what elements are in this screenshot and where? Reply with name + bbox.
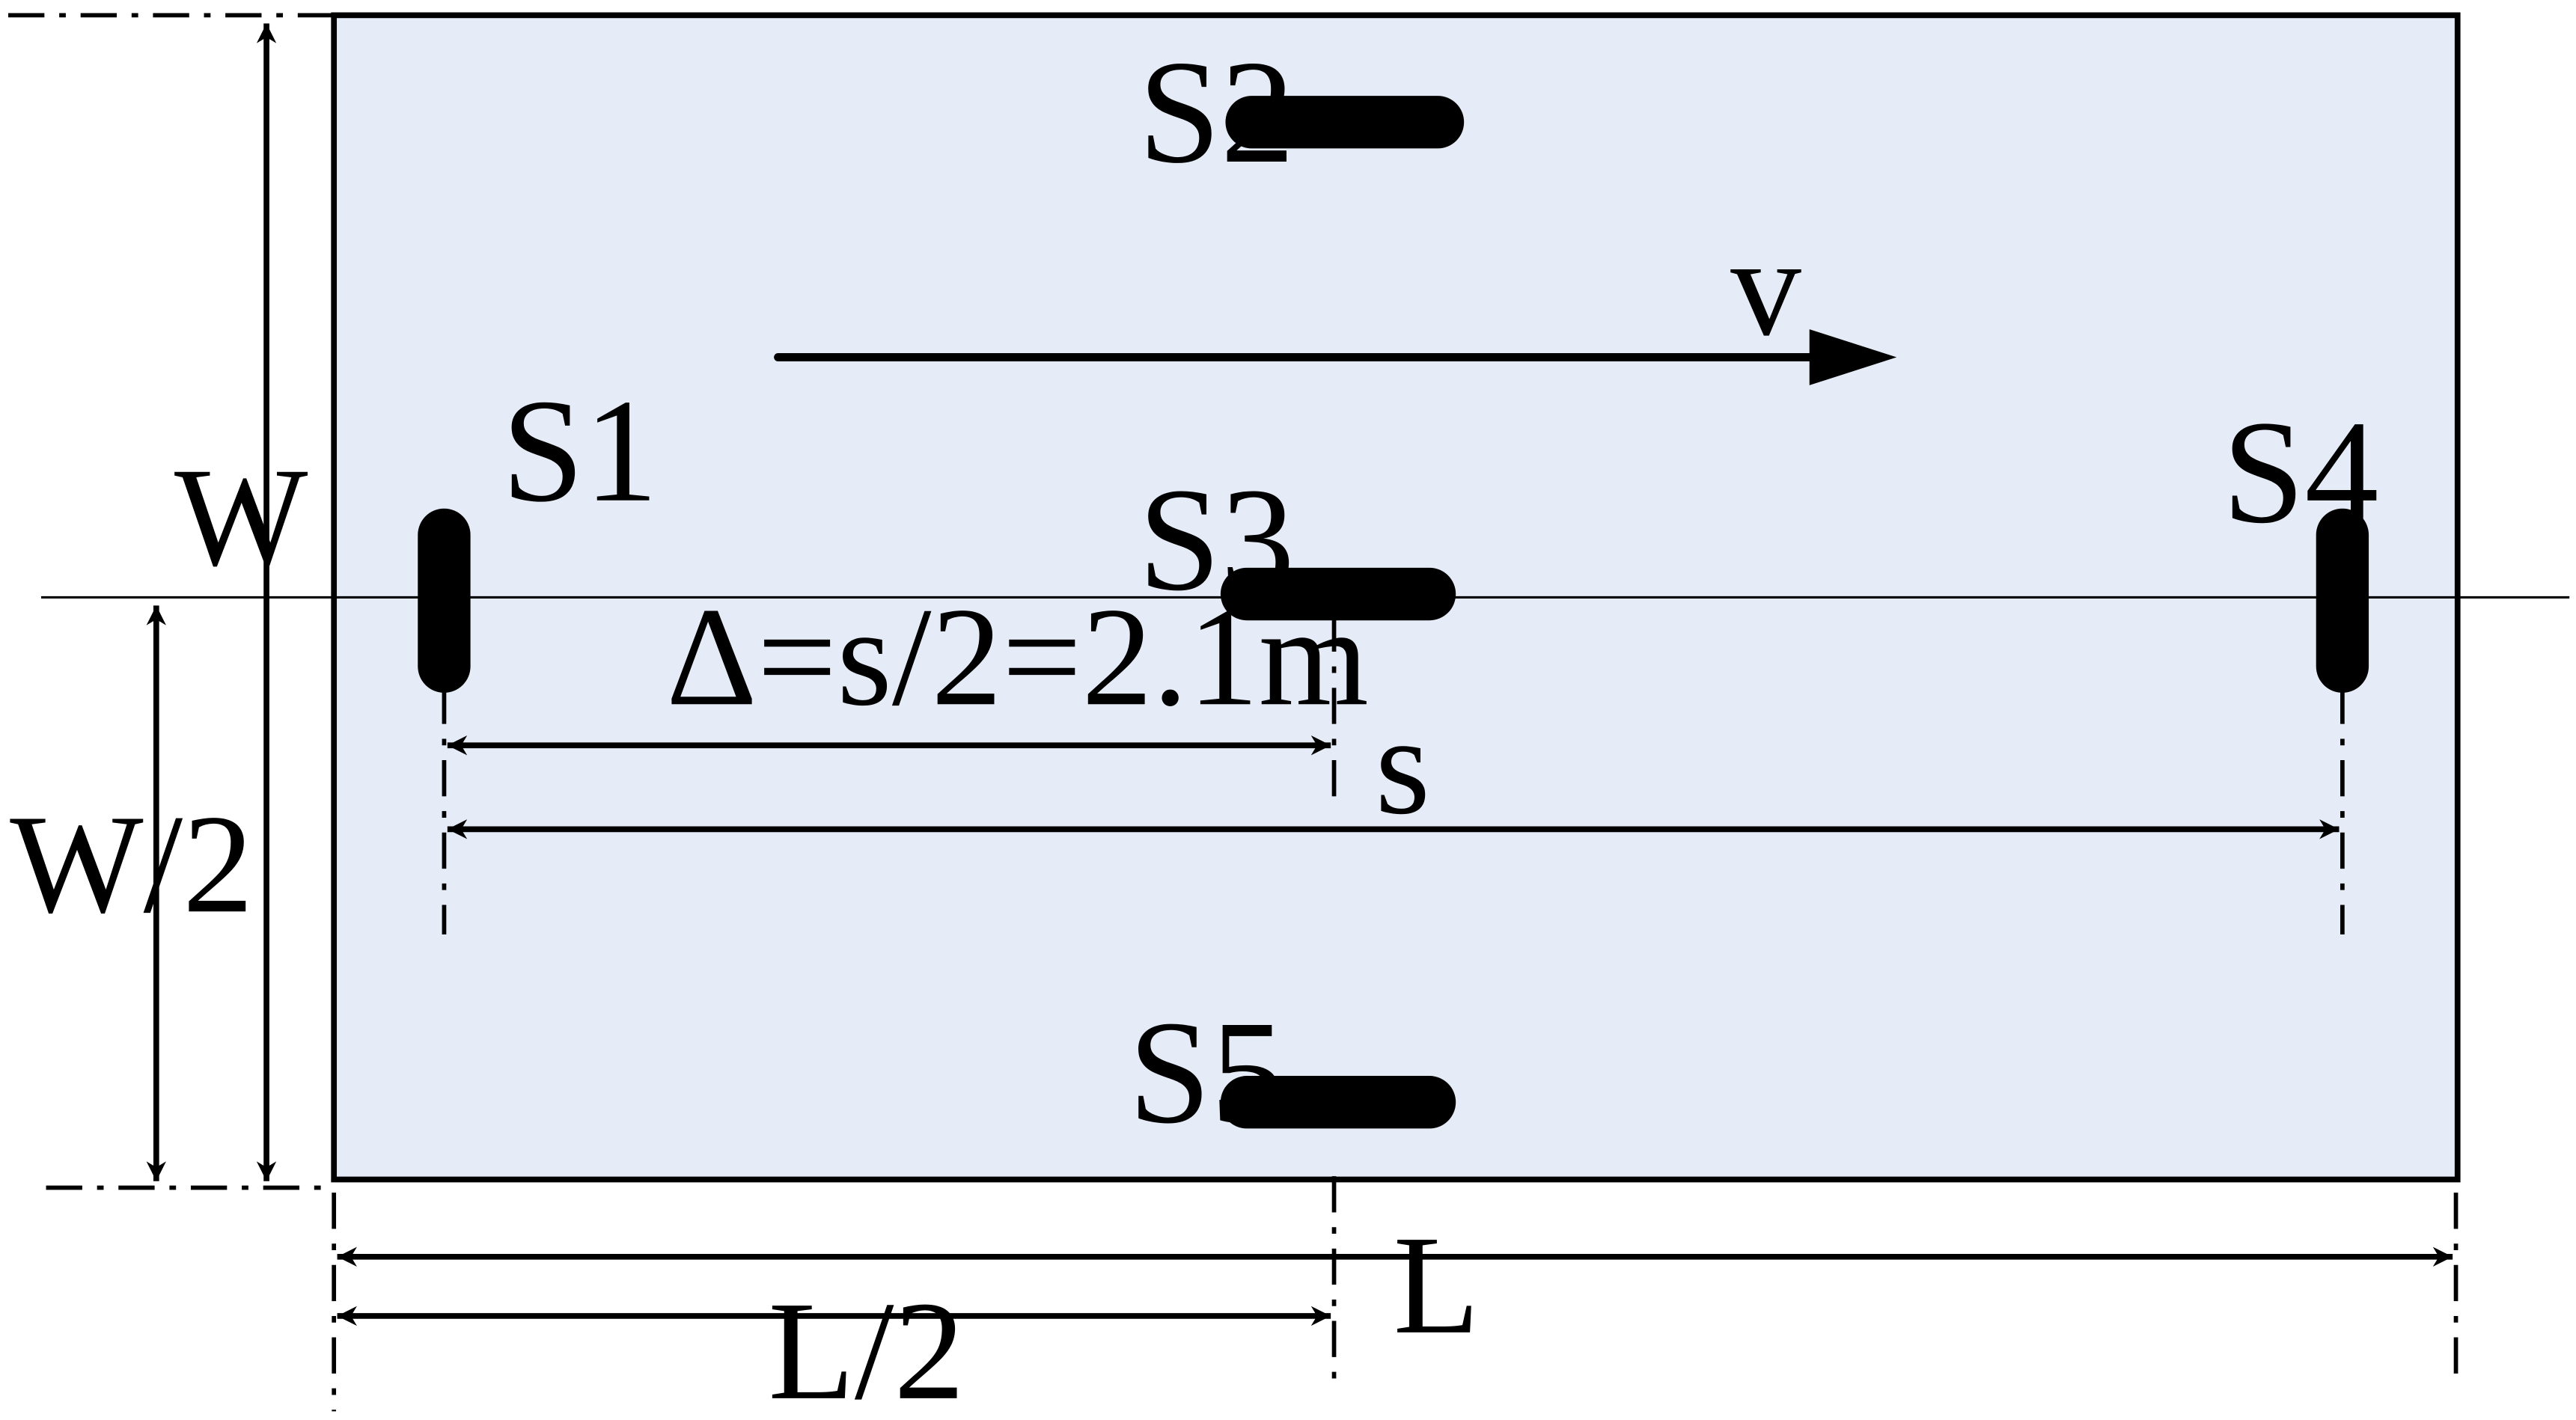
sensor-s4-label: S4 <box>2222 390 2378 554</box>
l-label: L <box>1394 1207 1480 1363</box>
s-label: s <box>1375 687 1430 843</box>
w-half-label: W/2 <box>10 786 253 942</box>
sensor-s5-label: S5 <box>1129 991 1285 1154</box>
velocity-arrow-head <box>1809 329 1897 385</box>
velocity-label: v <box>1730 209 1801 365</box>
w-label: W <box>174 438 308 595</box>
delta-label: Δ=s/2=2.1m <box>666 578 1369 735</box>
sensor-s1-label: S1 <box>501 369 658 533</box>
sensor-s2-label: S2 <box>1138 30 1295 194</box>
sensor-s3-label: S3 <box>1138 457 1295 621</box>
l-half-label: L/2 <box>768 1273 964 1420</box>
